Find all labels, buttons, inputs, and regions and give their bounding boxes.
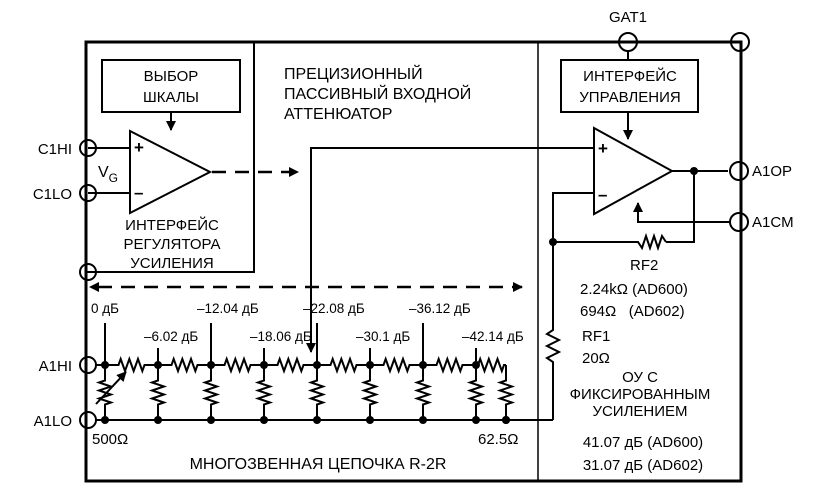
tap-label: –30.1 дБ <box>356 329 410 344</box>
control-interface-box <box>560 59 699 113</box>
gain-interface-line1: ИНТЕРФЕЙС <box>125 216 219 234</box>
gain-ad600: 41.07 дБ (AD600) <box>583 434 703 451</box>
tap-label: –18.06 дБ <box>250 329 312 344</box>
fixed-amp-line1: ОУ С <box>622 369 658 386</box>
pin-c1lo <box>79 184 97 202</box>
shunt-resistor <box>307 365 327 420</box>
feedback-right <box>666 171 695 243</box>
ladder-right-res: 62.5Ω <box>478 431 518 448</box>
control-interface-line2: УПРАВЛЕНИЯ <box>579 89 680 106</box>
series-resistor <box>158 356 211 374</box>
attenuator-title-line3: АТТЕНЮАТОР <box>284 106 392 123</box>
series-resistor <box>317 356 370 374</box>
series-resistor <box>105 356 158 374</box>
pin-unlabeled-left <box>79 263 97 281</box>
gain-ad602: 31.07 дБ (AD602) <box>583 457 703 474</box>
ground-node <box>260 416 268 424</box>
series-resistor <box>264 356 317 374</box>
shunt-resistor <box>413 365 433 420</box>
pin-c1hi-label: C1HI <box>38 141 72 158</box>
tap-label: –12.04 дБ <box>197 301 259 316</box>
rf1-value: 20Ω <box>582 350 610 367</box>
shunt-resistor <box>360 365 380 420</box>
tap-labels: 0 дБ –6.02 дБ –12.04 дБ –18.06 дБ –22.08 дБ –… <box>91 301 524 344</box>
vg-label: VG <box>98 164 118 185</box>
pin-a1cm <box>729 212 749 232</box>
fixed-amp-line3: УСИЛЕНИЕМ <box>592 403 687 420</box>
trim-resistor <box>95 365 115 420</box>
shunt-resistor <box>148 365 168 420</box>
ground-node <box>366 416 374 424</box>
pin-a1cm-label: A1CM <box>752 214 794 231</box>
tap-label: –6.02 дБ <box>144 329 198 344</box>
pin-a1op-label: A1OP <box>752 163 792 180</box>
gain-opamp <box>129 129 213 215</box>
pin-a1lo <box>79 411 97 429</box>
output-opamp <box>593 126 675 216</box>
gain-opamp-minus: – <box>134 183 143 202</box>
pin-a1hi-label: A1HI <box>39 358 72 375</box>
shunt-resistor <box>254 365 274 420</box>
pin-c1lo-label: C1LO <box>33 186 72 203</box>
tap-label: –36.12 дБ <box>409 301 471 316</box>
ground-node <box>313 416 321 424</box>
pin-a1op <box>729 161 749 181</box>
shunt-resistor <box>201 365 221 420</box>
shunt-resistor <box>496 365 516 420</box>
fixed-amp-line2: ФИКСИРОВАННЫМ <box>570 386 711 403</box>
pin-unlabeled-top-right <box>730 32 750 52</box>
gain-opamp-plus: + <box>134 138 144 157</box>
rf2-value-ad600: 2.24kΩ (AD600) <box>580 281 688 298</box>
series-resistor <box>370 356 423 374</box>
ladder-caption: МНОГОЗВЕННАЯ ЦЕПОЧКА R-2R <box>190 456 447 473</box>
rf2-resistor <box>634 232 667 252</box>
gain-interface-box <box>85 41 255 273</box>
attenuator-title-line1: ПРЕЦИЗИОННЫЙ <box>284 64 423 83</box>
control-interface-line1: ИНТЕРФЕЙС <box>583 67 677 85</box>
minus-input-wire <box>552 192 594 242</box>
ground-node <box>154 416 162 424</box>
scale-select-line1: ВЫБОР <box>144 68 199 85</box>
r2r-ladder <box>95 323 516 424</box>
trim-arrow <box>95 371 127 405</box>
rf1-resistor <box>544 242 562 420</box>
output-opamp-minus: – <box>598 185 607 204</box>
tap-label: –42.14 дБ <box>462 329 524 344</box>
gain-interface-line2: РЕГУЛЯТОРА <box>123 236 220 253</box>
shunt-resistor <box>466 365 486 420</box>
wiper-wire <box>310 147 594 340</box>
rf2-label: RF2 <box>630 257 658 274</box>
ground-node <box>419 416 427 424</box>
series-resistor <box>423 356 476 374</box>
tap-label: 0 дБ <box>91 301 119 316</box>
pin-a1lo-label: A1LO <box>34 413 72 430</box>
pin-c1hi <box>79 139 97 157</box>
scale-select-line2: ШКАЛЫ <box>143 89 199 106</box>
pin-a1hi <box>79 356 97 374</box>
ground-node <box>472 416 480 424</box>
pin-gat1-label: GAT1 <box>609 9 647 26</box>
a1cm-wire <box>633 202 730 223</box>
output-opamp-plus: + <box>598 139 608 158</box>
rf2-value-ad602: 694Ω (AD602) <box>580 303 685 320</box>
series-resistor <box>211 356 264 374</box>
rf1-label: RF1 <box>582 328 610 345</box>
ground-node <box>207 416 215 424</box>
gain-interface-line3: УСИЛЕНИЯ <box>130 255 213 272</box>
tap-label: –22.08 дБ <box>303 301 365 316</box>
series-resistor <box>476 356 506 374</box>
attenuator-title-line2: ПАССИВНЫЙ ВХОДНОЙ <box>284 84 471 103</box>
ladder-left-res: 500Ω <box>92 431 128 448</box>
